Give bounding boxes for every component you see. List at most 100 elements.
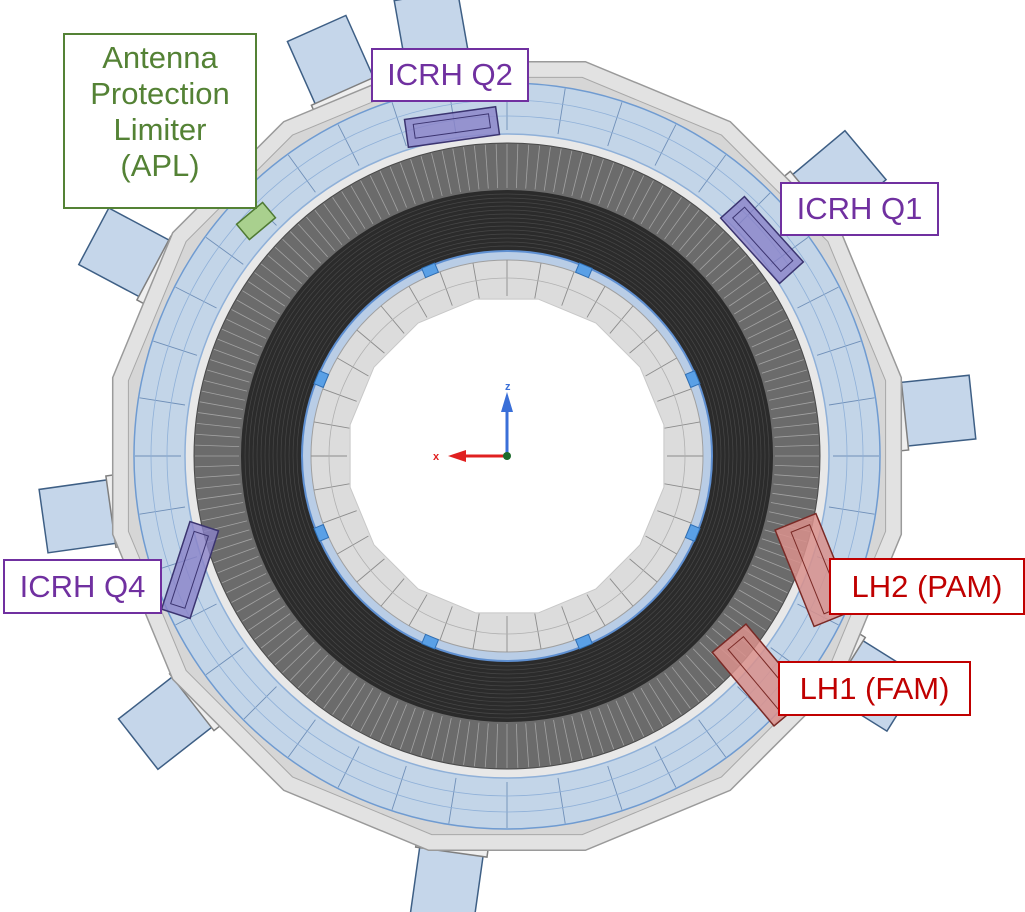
coil-tick — [323, 672, 350, 709]
apl-label-line-2: Protection — [90, 76, 230, 111]
coil-tick — [671, 666, 700, 703]
blanket-radial — [243, 686, 277, 720]
coil-dark-ring — [244, 193, 770, 719]
blanket-radial — [654, 746, 677, 788]
coil-tick — [254, 613, 291, 640]
coil-dark-ring — [280, 229, 734, 683]
coil-tick — [770, 502, 815, 511]
coil-tick — [769, 390, 813, 401]
x-axis-label: x — [433, 451, 440, 463]
coil-tick — [389, 166, 407, 208]
apl-label-line-1: Antenna — [102, 40, 218, 75]
coil-tick — [350, 185, 374, 225]
coil-tick — [755, 556, 797, 574]
coil-tick — [571, 153, 583, 197]
coil-tick — [615, 700, 635, 742]
coil-tick — [640, 687, 664, 727]
blanket-radial — [607, 102, 623, 147]
coil-tick — [226, 573, 267, 594]
coil-tick — [452, 719, 461, 764]
coil-dark-ring — [296, 245, 718, 667]
coil-tick — [314, 666, 343, 703]
coil-dark-ring — [268, 217, 746, 695]
coil-tick — [282, 641, 315, 674]
coil-tick — [420, 713, 434, 757]
apl-label-line-4: (APL) — [120, 148, 200, 183]
coil-tick — [196, 422, 241, 429]
coil-dark-ring — [272, 221, 742, 691]
coil-dark-ring — [248, 197, 766, 715]
coil-tick — [562, 718, 573, 762]
coil-tick — [738, 589, 778, 613]
coil-tick — [231, 309, 271, 331]
coil-tick — [747, 318, 788, 339]
coil-tick — [306, 216, 336, 251]
coil-tick — [431, 715, 443, 759]
coordinate-axes: z x — [433, 381, 513, 463]
coil-tick — [525, 144, 530, 189]
icrh-q1-antenna — [719, 195, 805, 285]
apl-label-line-3: Limiter — [113, 112, 207, 147]
blanket-radial — [287, 154, 316, 193]
coil-tick — [525, 723, 530, 768]
coil-tick — [656, 197, 682, 235]
coil-dark-ring — [284, 233, 730, 679]
blanket-radial — [175, 286, 217, 309]
coil-tick — [766, 380, 810, 392]
coil-tick — [664, 672, 691, 709]
coil-tick — [289, 648, 322, 681]
coil-tick — [431, 153, 443, 197]
blanket-radial — [828, 506, 875, 515]
coil-dark-rings — [244, 193, 770, 719]
coil-tick — [515, 723, 519, 768]
coil-tick — [297, 654, 328, 689]
coil-tick — [221, 564, 263, 584]
icrh-q2-antenna — [403, 105, 501, 149]
coil-tick — [686, 654, 717, 689]
coil-tick — [332, 677, 358, 715]
coil-tick — [773, 483, 818, 490]
coil-tick — [297, 223, 328, 258]
coil-tick — [543, 146, 551, 191]
coil-tick — [452, 148, 461, 193]
coil-tick — [632, 692, 654, 732]
coil-tick — [360, 180, 382, 220]
coil-tick — [213, 348, 256, 365]
coil-tick — [484, 723, 489, 768]
coil-tick — [420, 155, 434, 199]
coil-tick — [441, 150, 452, 194]
coil-tick — [607, 704, 625, 746]
coil-tick — [692, 648, 725, 681]
inner-blue-tiles — [313, 262, 701, 650]
coil-tick — [571, 715, 583, 759]
blanket-radial — [557, 88, 566, 135]
coil-dark-ring — [276, 225, 738, 687]
coil-tick — [747, 573, 788, 594]
coil-tick — [473, 722, 480, 767]
coil-dark-ring — [260, 209, 754, 703]
coil-tick — [615, 170, 635, 212]
coil-tick — [410, 159, 425, 202]
blanket-radial — [205, 647, 244, 676]
coil-tick — [758, 348, 801, 365]
coil-tick — [632, 180, 654, 220]
coil-tick — [761, 359, 804, 374]
coil-tick — [589, 159, 604, 202]
coil-tick — [624, 175, 645, 216]
coil-tick — [678, 216, 708, 251]
inner-blue-tile — [313, 523, 330, 542]
coil-dark-ring — [256, 205, 758, 707]
inner-blue-tile — [421, 262, 440, 279]
coil-tick — [248, 281, 286, 307]
coil-tick — [206, 369, 250, 383]
coil-tick — [369, 696, 390, 737]
coil-tick — [553, 719, 562, 764]
blanket-radial — [391, 765, 407, 810]
coil-tick — [728, 281, 766, 307]
axis-origin — [503, 452, 511, 460]
coil-tick — [350, 687, 374, 727]
coil-tick — [323, 203, 350, 240]
inner-segment-arc — [328, 277, 686, 635]
coil-tick — [678, 661, 708, 696]
coil-tick — [648, 683, 673, 721]
